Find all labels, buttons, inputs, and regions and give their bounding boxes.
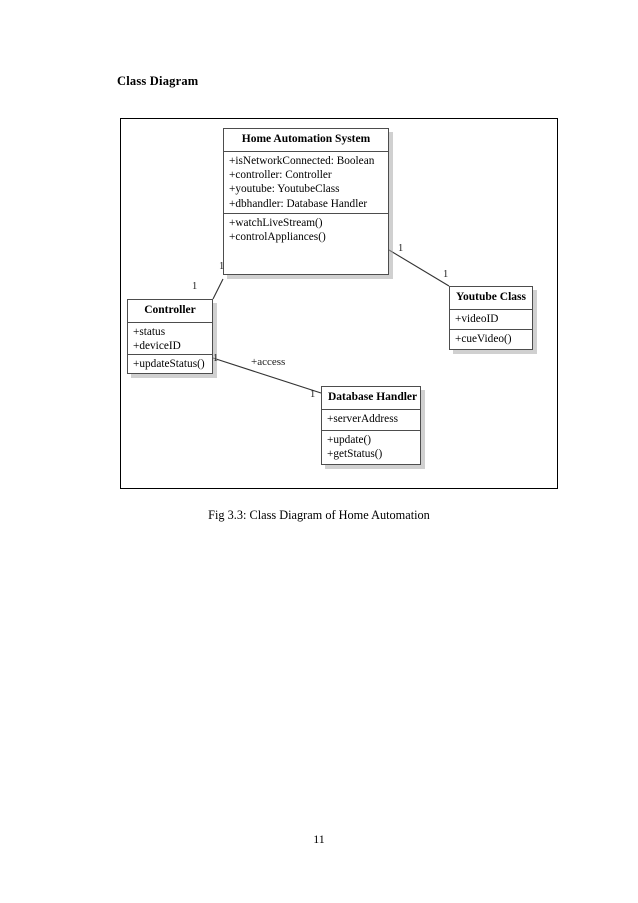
class-operation: +getStatus()	[327, 448, 383, 461]
class-operations-youtube-class: +cueVideo()	[450, 329, 532, 349]
multiplicity-has-youtube-source: 1	[398, 243, 404, 254]
multiplicity-has-controller-target: 1	[192, 281, 198, 292]
class-attribute: +serverAddress	[327, 413, 398, 425]
class-title-database-handler: Database Handler	[328, 391, 418, 403]
association-line-has-controller	[212, 278, 224, 300]
class-attribute: +status	[133, 326, 166, 338]
class-box-controller[interactable]: Controller +status +deviceID +updateStat…	[127, 299, 213, 374]
association-lines	[212, 249, 450, 394]
class-attribute: +youtube: YoutubeClass	[229, 183, 340, 196]
class-operations-database-handler: +update() +getStatus()	[322, 430, 420, 464]
class-box-database-handler[interactable]: Database Handler +serverAddress +update(…	[321, 386, 421, 465]
multiplicity-has-controller-source: 1	[219, 261, 225, 272]
page-title: Class Diagram	[117, 74, 199, 88]
class-title-controller: Controller	[144, 304, 196, 316]
class-attributes-database-handler: +serverAddress	[322, 409, 420, 430]
multiplicity-controller-database-source: 1	[213, 353, 219, 364]
class-box-youtube-class[interactable]: Youtube Class +videoID +cueVideo()	[449, 286, 533, 350]
association-line-has-youtube	[388, 249, 450, 287]
figure-caption: Fig 3.3: Class Diagram of Home Automatio…	[208, 508, 430, 522]
class-operations-controller: +updateStatus()	[128, 354, 212, 373]
association-label-access: +access	[251, 356, 286, 368]
class-attributes-controller: +status +deviceID	[128, 322, 212, 354]
class-attributes-youtube-class: +videoID	[450, 309, 532, 329]
multiplicity-controller-database-target: 1	[310, 389, 316, 400]
class-operations-home-automation-system: +watchLiveStream() +controlAppliances()	[224, 213, 388, 274]
class-operation: +watchLiveStream()	[229, 217, 323, 229]
class-operation: +cueVideo()	[455, 333, 512, 345]
class-attributes-home-automation-system: +isNetworkConnected: Boolean +controller…	[224, 151, 388, 213]
class-attribute: +isNetworkConnected: Boolean	[229, 155, 375, 167]
multiplicity-has-youtube-target: 1	[443, 269, 449, 280]
class-attribute: +videoID	[455, 313, 499, 325]
class-operation: +controlAppliances()	[229, 231, 326, 244]
class-operation: +update()	[327, 434, 372, 446]
class-attribute: +controller: Controller	[229, 169, 332, 182]
class-operation: +updateStatus()	[133, 358, 205, 370]
class-title-home-automation-system: Home Automation System	[241, 133, 371, 145]
diagram-frame: Home Automation System +isNetworkConnect…	[120, 118, 558, 489]
page-number: 11	[313, 832, 325, 846]
diagram-canvas: Home Automation System +isNetworkConnect…	[121, 119, 559, 490]
association-line-controller-database	[212, 357, 322, 394]
class-title-youtube-class: Youtube Class	[456, 291, 526, 303]
class-attribute: +dbhandler: Database Handler	[229, 197, 368, 210]
class-box-home-automation-system[interactable]: Home Automation System +isNetworkConnect…	[223, 128, 389, 275]
class-attribute: +deviceID	[133, 340, 181, 353]
